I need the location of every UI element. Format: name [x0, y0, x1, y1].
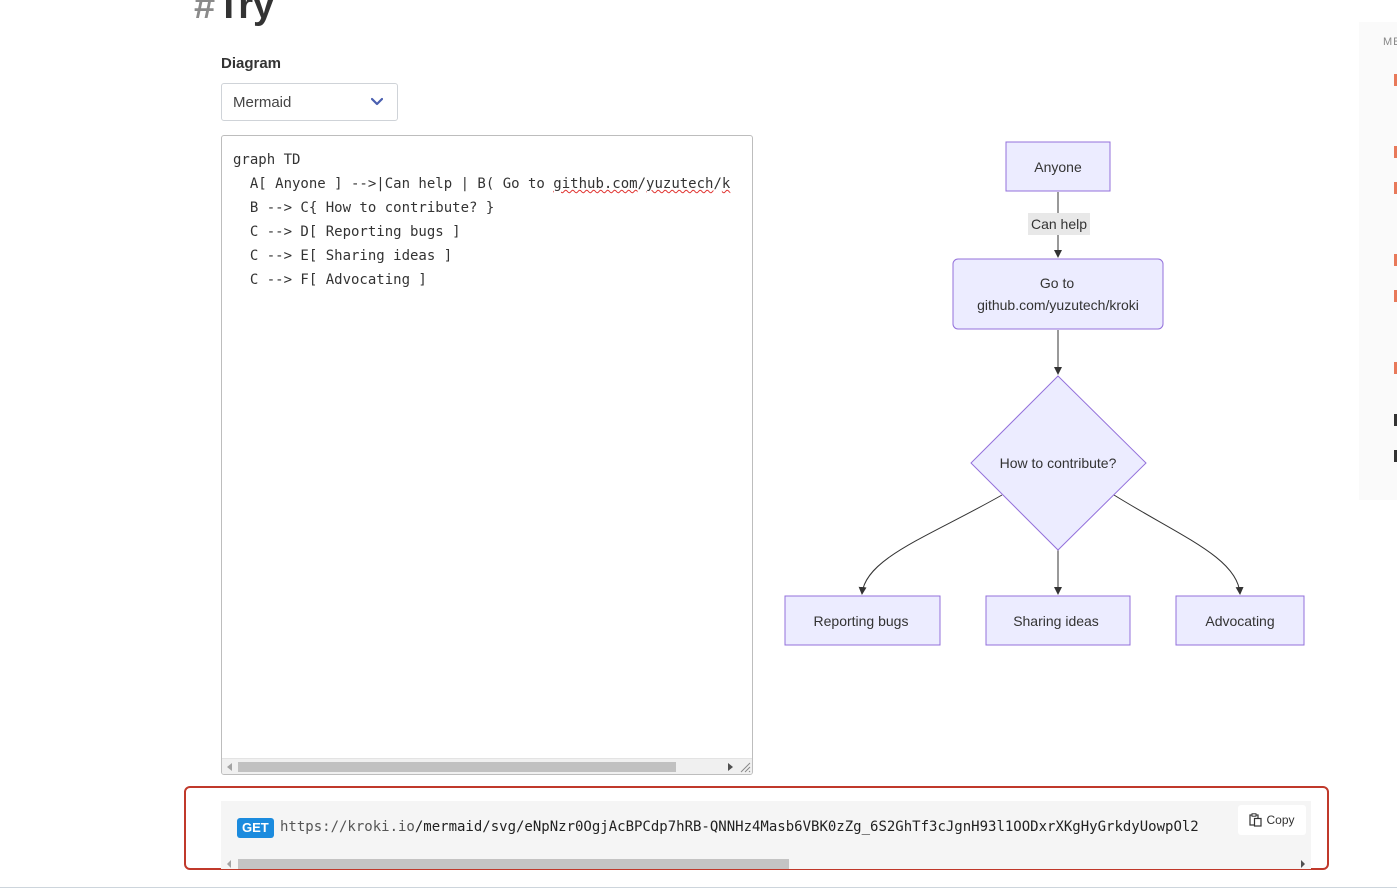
resize-grip-icon[interactable]: [738, 760, 751, 773]
code-line: C --> D[ Reporting bugs ]: [233, 224, 461, 240]
diagram-preview: Can help Anyone Go to github.com/yuzutec…: [784, 141, 1305, 646]
node-sharing-ideas-label: Sharing ideas: [1013, 613, 1099, 629]
http-method-badge: GET: [237, 818, 274, 838]
copy-label: Copy: [1266, 813, 1295, 827]
code-text[interactable]: graph TD A[ Anyone ] -->|Can help | B( G…: [233, 148, 730, 292]
node-sharing-ideas: [985, 595, 1131, 646]
divider: [0, 887, 1397, 888]
scroll-right-icon[interactable]: [1301, 860, 1305, 868]
toc-item-marker[interactable]: [1394, 414, 1397, 426]
code-editor[interactable]: graph TD A[ Anyone ] -->|Can help | B( G…: [221, 135, 753, 775]
chevron-down-icon: [371, 97, 383, 106]
code-line: C --> E[ Sharing ideas ]: [233, 248, 453, 264]
code-line: C --> F[ Advocating ]: [233, 272, 427, 288]
spellcheck-word: github.com: [553, 176, 638, 192]
table-of-contents: MENU: [1359, 22, 1397, 500]
diagram-label: Diagram: [221, 55, 282, 72]
edge-label: Can help: [1031, 216, 1087, 232]
node-advocating: [1175, 595, 1305, 646]
toc-item-marker[interactable]: [1394, 290, 1397, 302]
edge-label-bg: [1028, 213, 1090, 235]
code-line: A[ Anyone ] -->|Can help | B( Go to gith…: [233, 176, 731, 192]
diagram-type-select[interactable]: Mermaid: [221, 83, 398, 121]
page-title: #Try: [194, 0, 274, 26]
toc-item-marker[interactable]: [1394, 74, 1397, 86]
spellcheck-word: yuzutech: [646, 176, 714, 192]
edge-c-f: [1113, 494, 1244, 595]
code-line: B --> C{ How to contribute? }: [233, 200, 495, 216]
code-line: graph TD: [233, 152, 301, 168]
node-go-to-line2: github.com/yuzutech/kroki: [977, 297, 1139, 313]
copy-button[interactable]: Copy: [1238, 805, 1306, 835]
heading-anchor[interactable]: #: [194, 0, 216, 27]
node-how-to-contribute-label: How to contribute?: [1000, 455, 1117, 471]
toc-item-marker[interactable]: [1394, 450, 1397, 462]
node-how-to-contribute: [970, 375, 1147, 551]
node-go-to-line1: Go to: [1040, 275, 1074, 291]
node-advocating-label: Advocating: [1205, 613, 1274, 629]
request-url-path: /mermaid/svg/eNpNzr0OgjAcBPCdp7hRB-QNNHz…: [414, 819, 1199, 835]
heading-text: Try: [217, 0, 275, 27]
node-anyone: [1005, 141, 1111, 192]
clipboard-icon: [1249, 813, 1263, 827]
url-horizontal-scrollbar[interactable]: [221, 857, 1311, 869]
request-url-host: https://kroki.io: [280, 819, 415, 835]
request-url-panel: GET https://kroki.io/mermaid/svg/eNpNzr0…: [221, 801, 1311, 869]
scrollbar-thumb[interactable]: [238, 762, 676, 772]
edge-c-d: [858, 494, 1003, 595]
scroll-left-icon[interactable]: [227, 860, 231, 868]
node-anyone-label: Anyone: [1034, 159, 1082, 175]
scrollbar-thumb[interactable]: [238, 859, 789, 869]
toc-item-marker[interactable]: [1394, 254, 1397, 266]
toc-item-marker[interactable]: [1394, 146, 1397, 158]
toc-title: MENU: [1383, 36, 1397, 48]
node-reporting-bugs-label: Reporting bugs: [814, 613, 909, 629]
request-url-highlight: [184, 786, 1329, 870]
request-url[interactable]: https://kroki.io/mermaid/svg/eNpNzr0OgjA…: [280, 819, 1199, 835]
node-go-to: [952, 258, 1164, 330]
toc-item-marker[interactable]: [1394, 182, 1397, 194]
scroll-left-icon[interactable]: [227, 763, 232, 771]
editor-horizontal-scrollbar[interactable]: [222, 758, 752, 774]
node-reporting-bugs: [784, 595, 941, 646]
diagram-type-value: Mermaid: [233, 93, 292, 111]
toc-item-marker[interactable]: [1394, 362, 1397, 374]
scroll-right-icon[interactable]: [728, 763, 733, 771]
spellcheck-word: k: [721, 176, 731, 192]
